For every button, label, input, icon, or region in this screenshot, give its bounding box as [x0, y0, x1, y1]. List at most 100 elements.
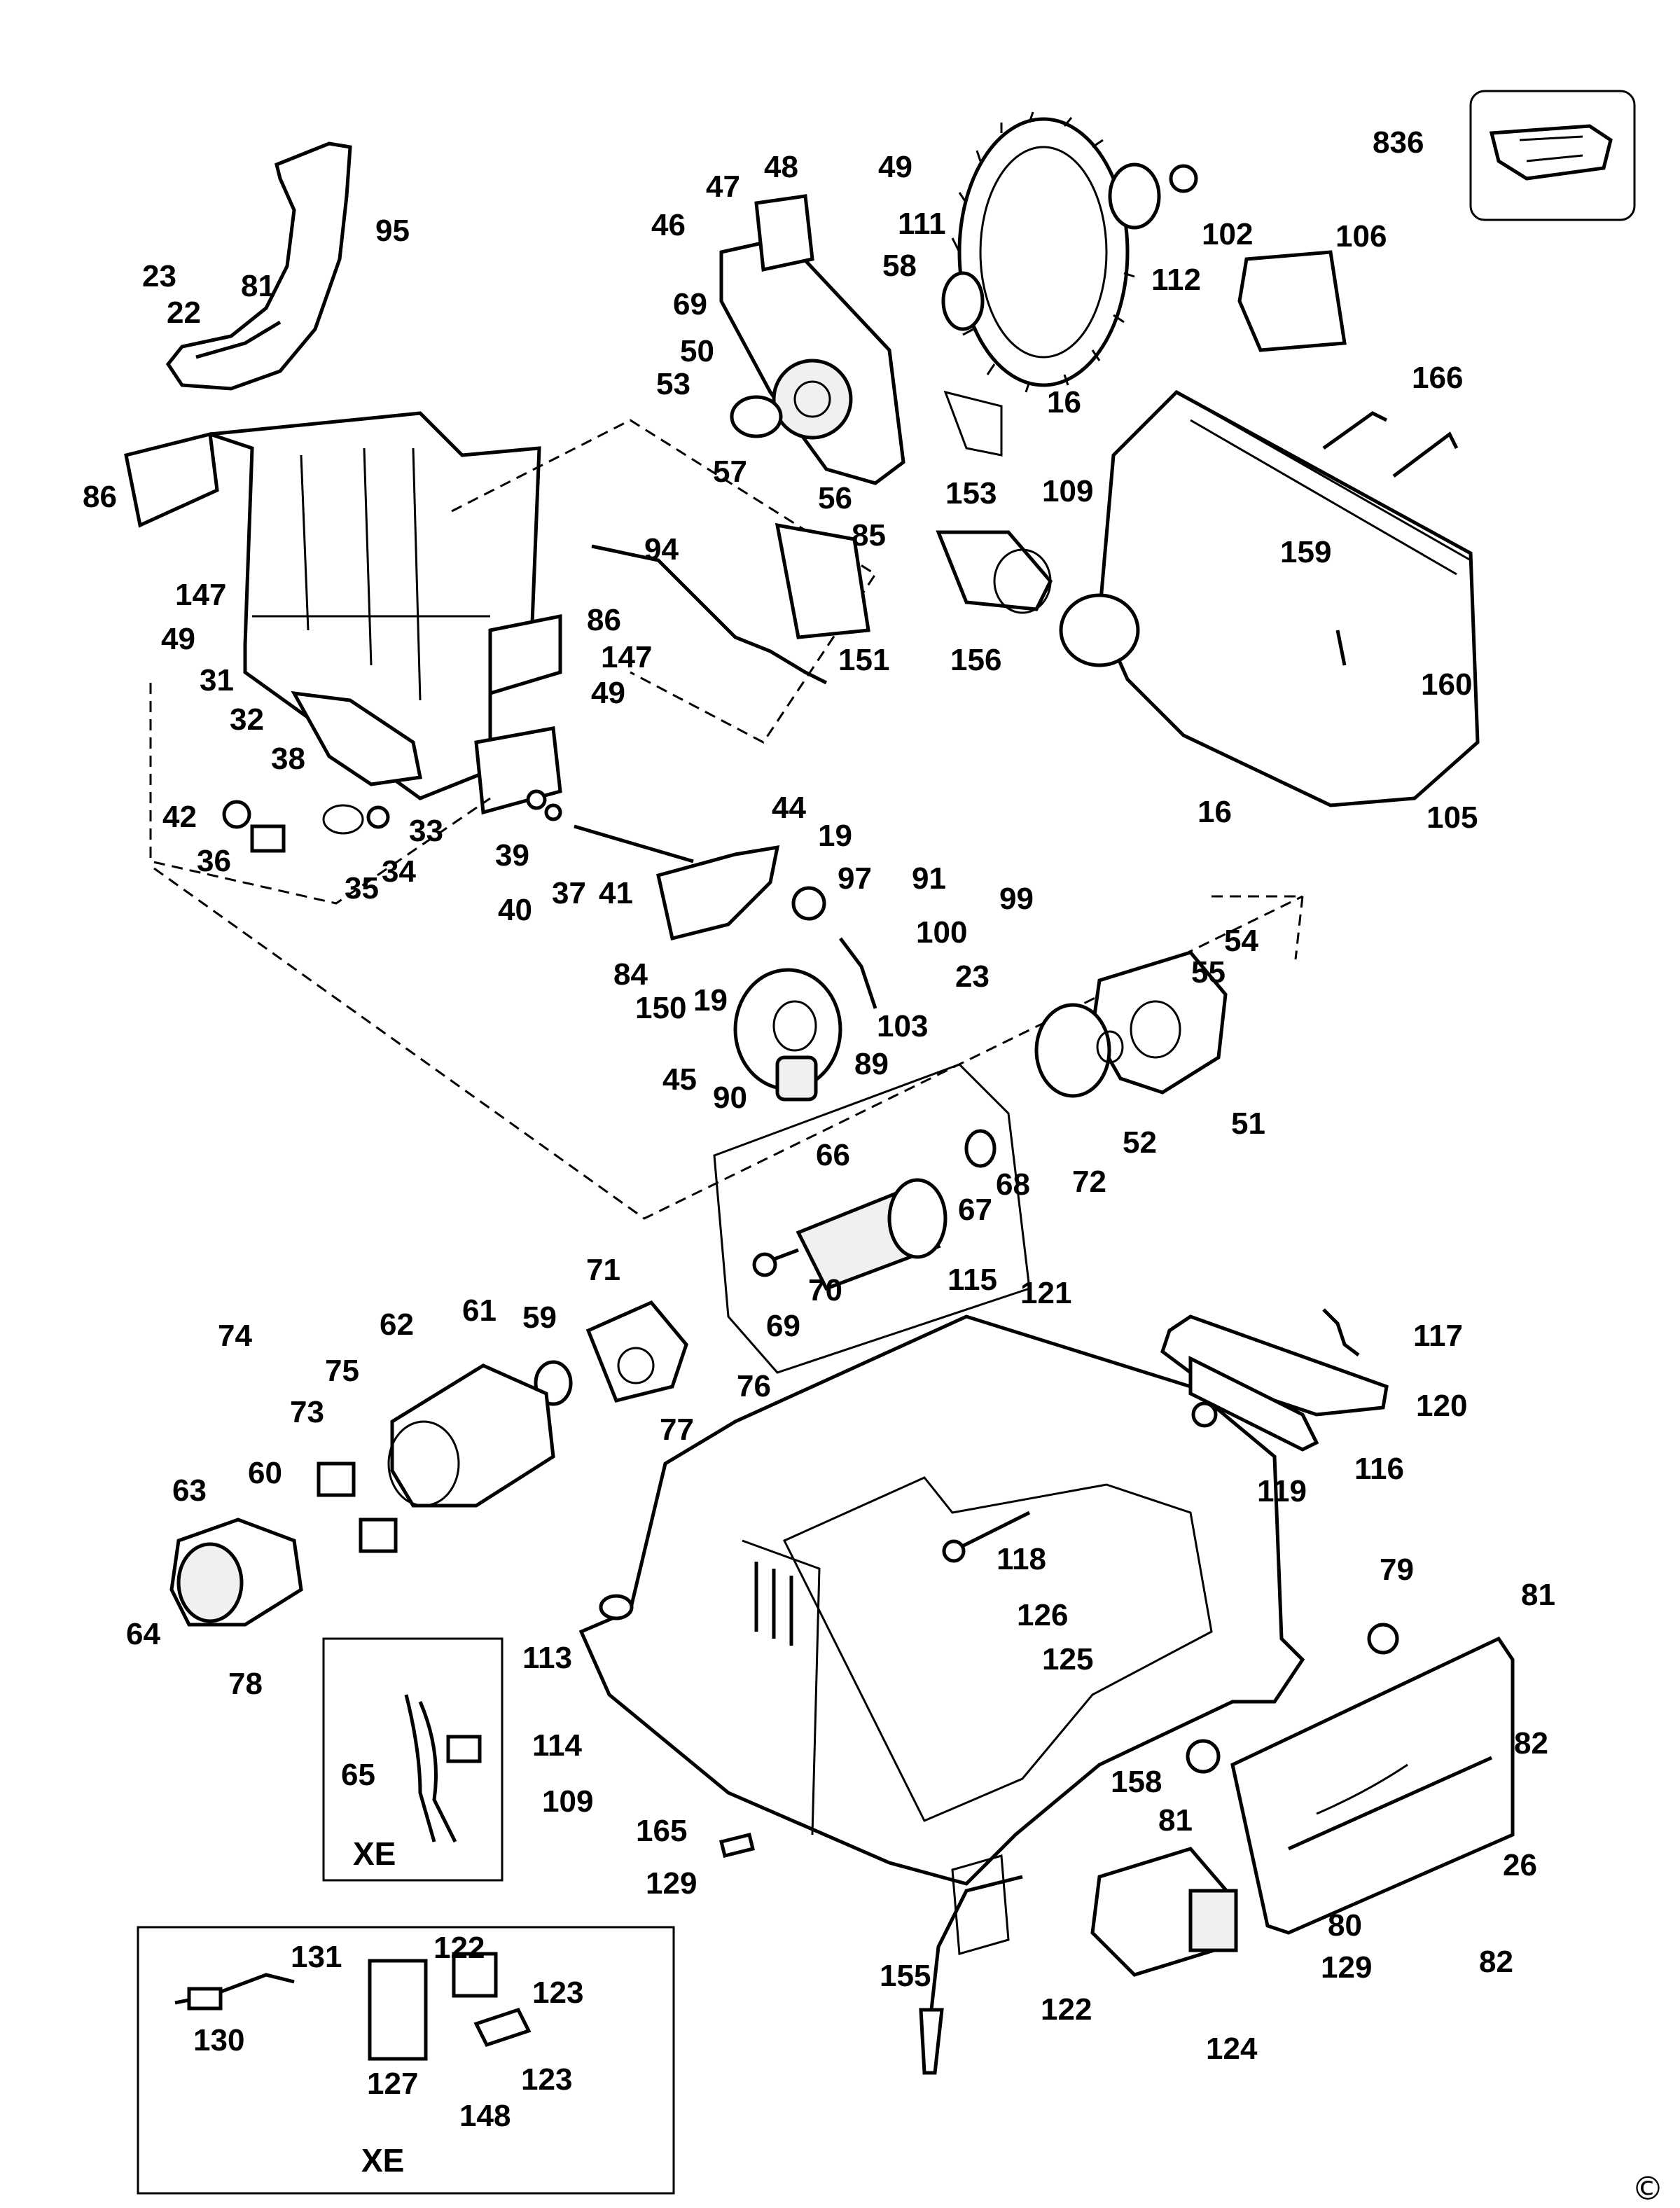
callout-86b: 86 [587, 603, 621, 637]
callout-19: 19 [818, 819, 852, 853]
part-37-shaft [574, 824, 694, 863]
callout-127: 127 [367, 2067, 419, 2101]
callout-16: 16 [1047, 385, 1081, 419]
callout-68: 68 [996, 1167, 1030, 1202]
part-95 [165, 141, 352, 391]
part-97 [791, 886, 826, 921]
callout-40: 40 [498, 893, 532, 927]
callout-81c: 81 [1158, 1803, 1193, 1838]
part-113-base [578, 1314, 1305, 1886]
part-94-shaft [591, 544, 828, 685]
callout-129: 129 [646, 1866, 697, 1901]
callout-49b: 49 [161, 622, 195, 656]
part-84-arm [656, 845, 780, 941]
callout-26: 26 [1503, 1848, 1537, 1882]
callout-31: 31 [200, 663, 234, 697]
callout-59: 59 [522, 1300, 557, 1335]
callout-76: 76 [737, 1369, 771, 1403]
callout-121: 121 [1020, 1276, 1072, 1310]
callout-114: 114 [532, 1728, 582, 1763]
part-50 [730, 395, 783, 438]
callout-22: 22 [167, 296, 201, 330]
callout-151: 151 [838, 643, 890, 677]
callout-79: 79 [1380, 1553, 1414, 1587]
callout-82: 82 [1514, 1726, 1548, 1761]
callout-126: 126 [1017, 1598, 1069, 1632]
part-114 [599, 1594, 634, 1620]
callout-105: 105 [1426, 800, 1478, 835]
inset-box-836 [1469, 90, 1636, 221]
callout-113: 113 [522, 1641, 572, 1675]
callout-116: 116 [1354, 1452, 1404, 1486]
part-73-brush-holder [317, 1461, 356, 1497]
callout-131: 131 [291, 1940, 342, 1974]
part-155 [951, 1854, 1010, 1955]
callout-123b: 123 [521, 2062, 573, 2097]
callout-61: 61 [462, 1293, 497, 1328]
part-111-flange [941, 271, 985, 331]
callout-118: 118 [997, 1542, 1046, 1576]
callout-102: 102 [1202, 217, 1254, 251]
callout-32: 32 [230, 702, 264, 737]
callout-80: 80 [1328, 1908, 1362, 1943]
callout-123: 123 [532, 1976, 584, 2010]
callout-69: 69 [673, 287, 707, 321]
callout-71: 71 [586, 1253, 620, 1287]
callout-158: 158 [1111, 1765, 1162, 1799]
callout-148: 148 [459, 2099, 511, 2133]
callout-49c: 49 [591, 676, 625, 710]
part-165 [718, 1832, 756, 1859]
callout-69b: 69 [766, 1309, 800, 1343]
callout-150: 150 [635, 991, 687, 1025]
callout-39: 39 [495, 838, 529, 873]
callout-56: 56 [818, 481, 852, 515]
part-42 [222, 800, 251, 829]
callout-16b: 16 [1197, 795, 1232, 829]
callout-119: 119 [1257, 1474, 1307, 1508]
callout-103: 103 [877, 1009, 929, 1043]
callout-147: 147 [175, 578, 227, 612]
callout-44: 44 [772, 791, 806, 825]
callout-122: 122 [433, 1931, 485, 1965]
callout-155: 155 [880, 1959, 931, 1993]
part-148 [473, 2007, 532, 2048]
callout-46: 46 [651, 208, 686, 242]
callout-159: 159 [1280, 535, 1332, 569]
part-72 [1034, 1003, 1111, 1098]
part-69-bearing [772, 359, 853, 440]
part-120-wrench [1160, 1314, 1389, 1417]
part-106-chute [1237, 250, 1347, 352]
callout-109: 109 [1042, 474, 1094, 508]
part-117 [1322, 1308, 1360, 1356]
callout-125: 125 [1042, 1642, 1094, 1676]
saw-blade [957, 117, 1130, 387]
callout-38: 38 [271, 742, 305, 776]
callout-48: 48 [764, 150, 798, 184]
part-102-nut [1169, 164, 1198, 193]
callout-23: 23 [142, 259, 176, 293]
part-34-ring [322, 804, 364, 835]
part-151 [775, 522, 870, 639]
callout-35: 35 [345, 871, 379, 905]
part-119 [1191, 1401, 1218, 1428]
callout-34: 34 [382, 854, 416, 889]
callout-42: 42 [162, 800, 197, 834]
callout-166: 166 [1412, 361, 1464, 395]
callout-78: 78 [228, 1667, 263, 1701]
xe-inset-box-plug [137, 1926, 675, 2195]
callout-95: 95 [375, 214, 410, 248]
callout-36: 36 [197, 844, 231, 878]
callout-129b: 129 [1321, 1950, 1373, 1985]
part-79 [1367, 1623, 1399, 1655]
callout-84: 84 [613, 957, 648, 992]
callout-33: 33 [409, 814, 443, 848]
callout-19b: 19 [693, 983, 728, 1018]
part-122-switch-part [452, 1952, 498, 1998]
callout-112: 112 [1151, 263, 1201, 297]
callout-65: 65 [341, 1758, 375, 1792]
part-836 [1489, 124, 1613, 181]
callout-153: 153 [945, 476, 997, 511]
callout-66: 66 [816, 1138, 850, 1172]
